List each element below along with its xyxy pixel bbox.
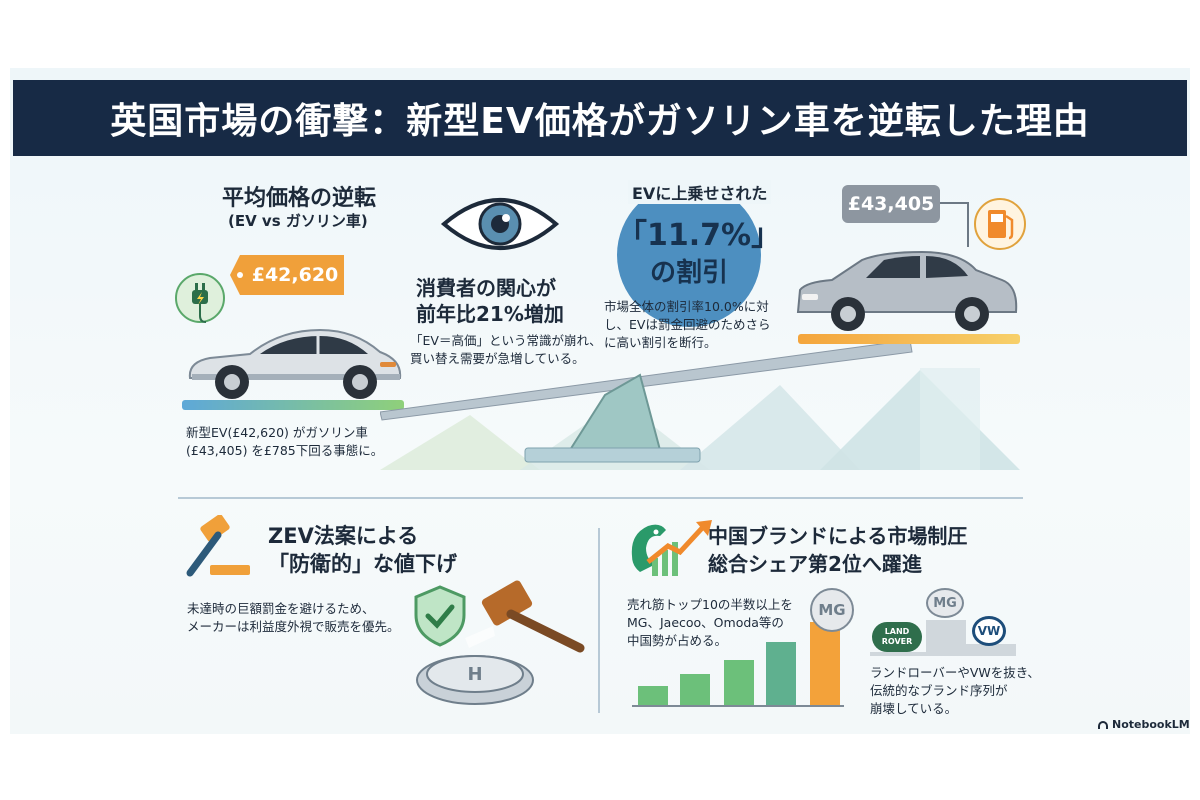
shield-check-icon	[414, 585, 466, 647]
land-rover-text-line2: ROVER	[881, 637, 913, 646]
fuel-pump-icon	[974, 198, 1026, 250]
interest-note-line1: 「EV＝高価」という常識が崩れ、	[410, 333, 602, 348]
china-heading-line2: 総合シェア第2位へ躍進	[708, 552, 922, 576]
ev-platform	[182, 400, 404, 410]
discount-line1: EVに上乗せされた	[628, 180, 772, 204]
zev-heading-line2: 「防衛的」な値下げ	[268, 552, 457, 576]
ev-car-illustration	[188, 328, 402, 399]
discount-note-line2: し、EVは罰金回避のためさら	[604, 317, 771, 332]
gavel-on-badge-illustration: H	[416, 580, 585, 705]
china-heading-line1: 中国ブランドによる市場制圧	[708, 524, 968, 548]
notebooklm-watermark: NotebookLM	[1098, 718, 1190, 731]
reversal-note-line1: 新型EV(£42,620) がガソリン車	[186, 425, 368, 440]
discount-note-line3: に高い割引を断行。	[604, 335, 717, 350]
rising-bars-illustration	[632, 622, 844, 707]
section-divider-vertical	[598, 528, 600, 713]
gas-car-illustration	[796, 250, 1018, 331]
notebooklm-icon	[1098, 720, 1108, 729]
discount-note-line1: 市場全体の割引率10.0%に対	[604, 299, 769, 314]
land-rover-text-line1: LAND	[884, 627, 910, 636]
vw-logo: VW	[972, 616, 1006, 646]
zev-heading-line1: ZEV法案による	[268, 524, 419, 548]
svg-text:H: H	[467, 664, 482, 685]
podium-step-left	[870, 652, 926, 656]
eye-icon	[440, 198, 560, 250]
discount-circle	[617, 183, 761, 327]
zev-note-line2: メーカーは利益度外視で販売を優先。	[187, 619, 400, 634]
gas-price-tag	[842, 185, 969, 247]
podium-step-right	[966, 644, 1016, 656]
gavel-icon	[186, 515, 250, 577]
china-note2-line2: 伝統的なブランド序列が	[870, 683, 1008, 698]
mg-logo-chart: MG	[810, 588, 854, 632]
zev-note-line1: 未達時の巨額罰金を避けるため、	[187, 601, 375, 616]
gas-price-label: £43,405	[847, 193, 935, 215]
china-note-line2: MG、Jaecoo、Omoda等の	[627, 615, 784, 630]
ev-price-label: £42,620	[251, 264, 339, 286]
ev-price-tag	[230, 255, 344, 295]
china-note-line3: 中国勢が占める。	[627, 633, 728, 648]
discount-line3: の割引	[649, 258, 728, 288]
interest-heading-line1: 消費者の関心が	[416, 276, 556, 300]
notebooklm-label: NotebookLM	[1112, 718, 1190, 731]
section-divider-horizontal	[178, 497, 1023, 499]
discount-value: 「11.7%」	[617, 218, 782, 253]
interest-heading-line2: 前年比21%増加	[416, 302, 564, 326]
mg-logo-podium: MG	[926, 588, 964, 618]
dragon-icon	[631, 524, 666, 572]
china-note-line1: 売れ筋トップ10の半数以上を	[627, 597, 793, 612]
reversal-subheading: (EV vs ガソリン車)	[228, 212, 368, 230]
reversal-note-line2: (£43,405) を£785下回る事態に。	[186, 443, 384, 458]
title-bar: 英国市場の衝撃：新型EV価格がガソリン車を逆転した理由	[13, 80, 1187, 156]
interest-note-line2: 買い替え需要が急増している。	[410, 351, 585, 366]
trend-arrow-icon	[646, 520, 712, 576]
page-title: 英国市場の衝撃：新型EV価格がガソリン車を逆転した理由	[110, 101, 1090, 142]
plug-icon	[175, 273, 225, 323]
podium-step-center	[926, 620, 966, 656]
china-note2-line3: 崩壊している。	[870, 701, 958, 716]
land-rover-logo: LAND ROVER	[872, 622, 922, 652]
gas-platform	[798, 334, 1020, 344]
china-note2-line1: ランドローバーやVWを抜き、	[870, 665, 1040, 680]
reversal-heading: 平均価格の逆転	[222, 186, 377, 211]
balance-scale	[380, 339, 913, 463]
